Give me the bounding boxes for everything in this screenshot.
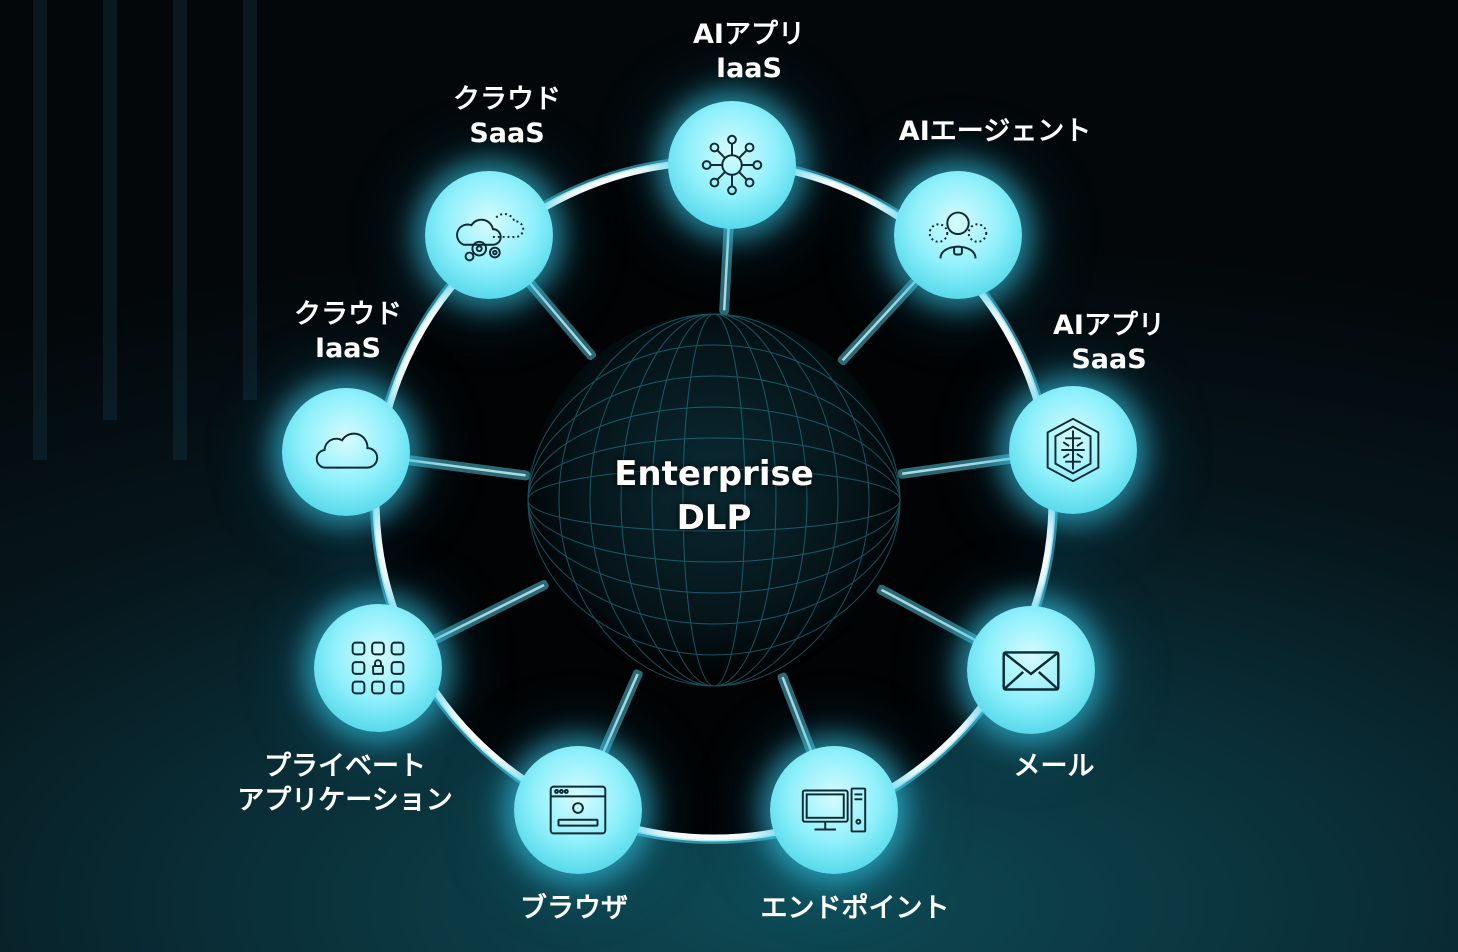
connector-beams	[400, 219, 1019, 761]
globe-mesh	[527, 313, 901, 687]
connector-beam-core	[405, 458, 526, 477]
node-private-app[interactable]	[314, 604, 442, 732]
node-browser[interactable]	[514, 746, 642, 874]
globe-meridian	[558, 313, 870, 687]
label-ai-app-iaas: AIアプリ IaaS	[693, 19, 805, 84]
connector-beam-core	[600, 673, 639, 756]
label-mail: メール	[1013, 751, 1095, 782]
connector-beam-core	[902, 457, 1014, 476]
connector-beam-core	[781, 676, 814, 755]
node-endpoint[interactable]	[770, 746, 898, 874]
label-ai-agent: AIエージェント	[898, 116, 1092, 147]
connector-beam-core	[526, 279, 592, 356]
ai-chip-icon	[1046, 417, 1100, 483]
globe	[528, 314, 900, 686]
connector-beam-core	[431, 583, 545, 643]
background-lines	[33, 0, 257, 460]
network-hub-icon	[701, 134, 763, 196]
envelope-icon	[1002, 651, 1060, 691]
cloud-icon	[315, 432, 379, 469]
label-browser: ブラウザ	[520, 893, 628, 924]
label-private-app: プライベート アプリケーション	[237, 751, 453, 816]
browser-window-icon	[549, 785, 607, 835]
node-cloud-saas[interactable]	[425, 171, 553, 299]
desktop-computer-icon	[801, 787, 867, 833]
connector-beam-core	[880, 588, 979, 643]
center-title: Enterprise DLP	[614, 452, 814, 540]
cloud-gears-icon	[456, 213, 525, 262]
center-title-line1: Enterprise	[614, 454, 814, 494]
label-cloud-saas: クラウド SaaS	[453, 84, 561, 149]
node-ai-app-iaas[interactable]	[668, 101, 796, 229]
center-title-line2: DLP	[676, 498, 752, 538]
label-ai-app-saas: AIアプリ SaaS	[1053, 310, 1165, 375]
node-ai-app-saas[interactable]	[1009, 386, 1137, 514]
node-ai-agent[interactable]	[894, 171, 1022, 299]
connector-beam-core	[841, 278, 919, 362]
label-endpoint: エンドポイント	[760, 893, 950, 924]
agent-person-icon	[928, 211, 988, 259]
app-grid-lock-icon	[351, 641, 405, 695]
connector-beam-core	[722, 224, 731, 311]
globe-parallel	[527, 344, 901, 656]
node-mail[interactable]	[967, 606, 1095, 734]
label-cloud-iaas: クラウド IaaS	[294, 299, 402, 364]
node-cloud-iaas[interactable]	[282, 388, 410, 516]
